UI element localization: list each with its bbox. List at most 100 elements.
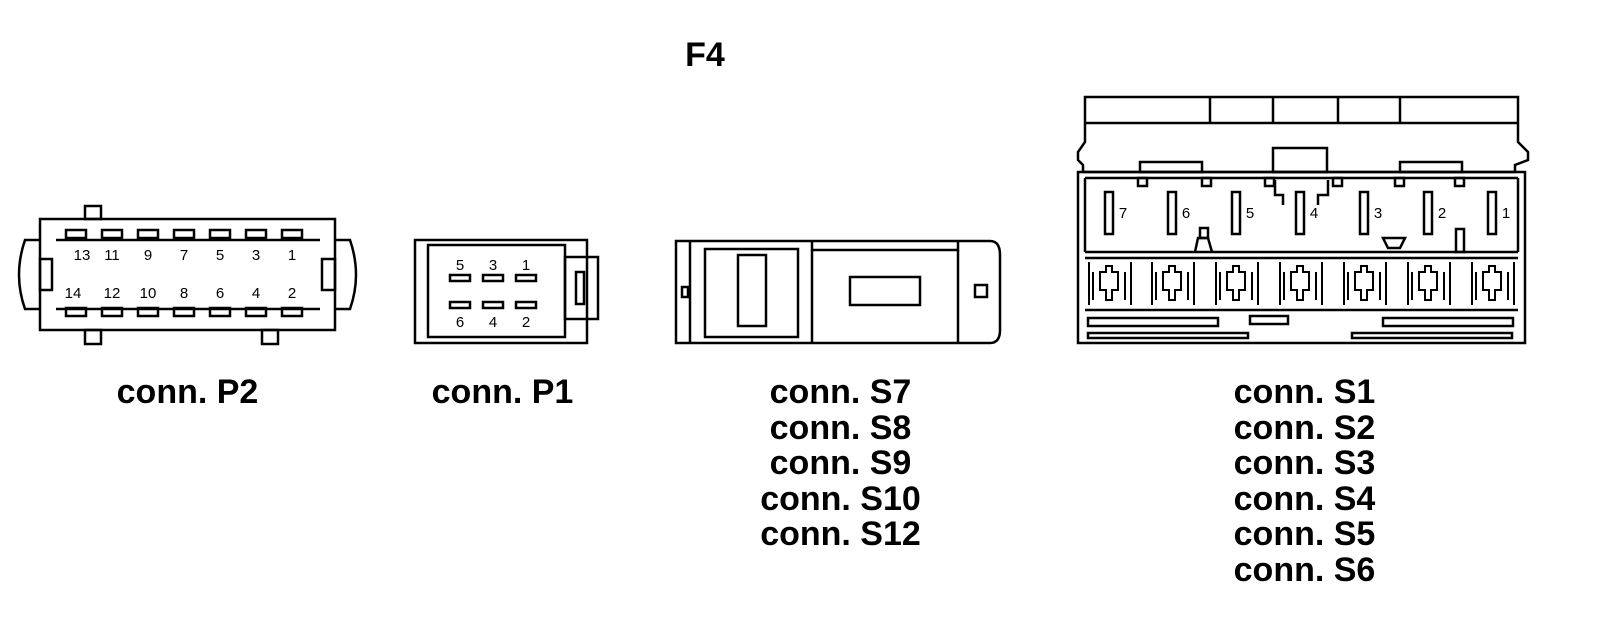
s-large-pin-label: 7 xyxy=(1119,205,1127,222)
p1-pin-slot xyxy=(514,273,538,283)
caption-p1: conn. P1 xyxy=(395,373,610,411)
p1-pin-label: 1 xyxy=(522,257,530,274)
s-small-body xyxy=(674,239,1002,345)
p1-pin-slot xyxy=(448,300,472,310)
s-large-pin-label: 6 xyxy=(1182,205,1190,222)
p2-pin-slot xyxy=(208,228,232,240)
p1-pin-slot xyxy=(481,300,505,310)
s-large-terminal xyxy=(1279,262,1323,305)
p1-pin-label: 2 xyxy=(522,314,530,331)
caption-s5: conn. S5 xyxy=(1233,515,1376,553)
p2-pin-slot xyxy=(244,306,268,318)
s-large-pin-slot xyxy=(1486,190,1498,236)
p2-pin-slot xyxy=(136,228,160,240)
p1-pin-label: 3 xyxy=(489,257,497,274)
caption-s7: conn. S7 xyxy=(769,373,912,411)
connector-p1: 5 3 1 6 4 2 xyxy=(413,238,600,345)
caption-s12: conn. S12 xyxy=(760,515,921,553)
p2-pin-label: 9 xyxy=(144,247,152,264)
p2-pin-label: 13 xyxy=(74,247,91,264)
diagram-title: F4 xyxy=(685,36,725,74)
s-large-terminal xyxy=(1343,262,1387,305)
s-large-terminal xyxy=(1088,262,1132,305)
p2-pin-label: 3 xyxy=(252,247,260,264)
caption-s-large: conn. S1 conn. S2 conn. S3 conn. S4 conn… xyxy=(1197,373,1412,589)
p1-pin-label: 5 xyxy=(456,257,464,274)
p1-pin-label: 4 xyxy=(489,314,497,331)
s-large-pin-slots xyxy=(1103,190,1498,236)
p2-pin-label: 8 xyxy=(180,285,188,302)
p2-pin-slot xyxy=(64,306,88,318)
connector-s1-s6: 7 6 5 4 3 2 1 xyxy=(1076,95,1530,345)
s-large-pin-label: 3 xyxy=(1374,205,1382,222)
p2-pin-slot xyxy=(136,306,160,318)
s-large-pin-label: 4 xyxy=(1310,205,1318,222)
s-large-terminal xyxy=(1215,262,1259,305)
p2-latch-left xyxy=(17,238,40,311)
caption-s9: conn. S9 xyxy=(769,444,912,482)
p2-tab-bottom-left xyxy=(83,328,103,346)
p2-pin-label: 2 xyxy=(288,285,296,302)
s-small-contact-window xyxy=(848,275,922,307)
p1-pin-labels: 5 3 1 6 4 2 xyxy=(456,257,530,331)
s-large-terminal xyxy=(1151,262,1195,305)
p2-latch-left-notch xyxy=(38,257,54,292)
caption-s-small: conn. S7 conn. S8 conn. S9 conn. S10 con… xyxy=(733,373,948,553)
p2-pin-label: 6 xyxy=(216,285,224,302)
p2-tab-top-left xyxy=(83,204,103,221)
caption-s3: conn. S3 xyxy=(1233,444,1376,482)
s-large-pin-slot xyxy=(1422,190,1434,236)
caption-p2: conn. P2 xyxy=(80,373,295,411)
caption-s8: conn. S8 xyxy=(769,408,912,447)
p2-pin-slot xyxy=(280,306,304,318)
p1-pin-slot xyxy=(448,273,472,283)
caption-p2-text: conn. P2 xyxy=(116,373,259,411)
p2-pin-slot xyxy=(280,228,304,240)
p2-pin-slot xyxy=(172,228,196,240)
p2-pin-label: 14 xyxy=(65,285,82,302)
p2-pin-slot xyxy=(244,228,268,240)
caption-s1: conn. S1 xyxy=(1233,373,1376,411)
s-large-pin-label: 2 xyxy=(1438,205,1446,222)
connector-s7-s12 xyxy=(674,239,1002,345)
caption-s6: conn. S6 xyxy=(1233,550,1376,589)
s-large-pin-slot xyxy=(1294,190,1306,236)
p2-latch-right-notch xyxy=(320,257,337,292)
caption-s4: conn. S4 xyxy=(1233,479,1376,518)
s-large-body xyxy=(1076,170,1527,345)
p2-pin-label: 4 xyxy=(252,285,260,302)
p2-pin-label: 1 xyxy=(288,247,296,264)
p1-pin-label: 6 xyxy=(456,314,464,331)
s-large-pin-label: 1 xyxy=(1502,205,1510,222)
p2-pin-slot xyxy=(100,306,124,318)
p2-body xyxy=(38,217,337,332)
p2-pin-slot xyxy=(172,306,196,318)
s-large-pin-slot xyxy=(1166,190,1178,236)
p1-pin-slot xyxy=(481,273,505,283)
caption-p1-text: conn. P1 xyxy=(431,373,574,411)
p2-latch-right xyxy=(335,238,358,311)
s-large-terminal xyxy=(1407,262,1451,305)
p1-body xyxy=(413,238,589,345)
s-large-pin-labels: 7 6 5 4 3 2 1 xyxy=(1119,205,1510,222)
p2-pin-label: 11 xyxy=(104,247,120,264)
p2-pin-slot xyxy=(64,228,88,240)
p1-pin-slot xyxy=(514,300,538,310)
s-large-terminals xyxy=(1088,262,1515,305)
s-small-key xyxy=(736,253,768,328)
s-large-pin-slot xyxy=(1230,190,1242,236)
s-large-terminal xyxy=(1471,262,1515,305)
s-large-pin-slot xyxy=(1358,190,1370,236)
p2-pin-label: 10 xyxy=(140,285,157,302)
p2-pin-slot xyxy=(100,228,124,240)
p2-pin-slots xyxy=(64,228,304,318)
s-large-pin-label: 5 xyxy=(1246,205,1254,222)
p1-latch xyxy=(563,255,600,321)
caption-s10: conn. S10 xyxy=(760,479,921,518)
p2-pin-label: 7 xyxy=(180,247,188,264)
p2-pin-label: 5 xyxy=(216,247,224,264)
p2-tab-bottom-right xyxy=(260,328,280,346)
p1-latch-notch xyxy=(574,270,586,306)
